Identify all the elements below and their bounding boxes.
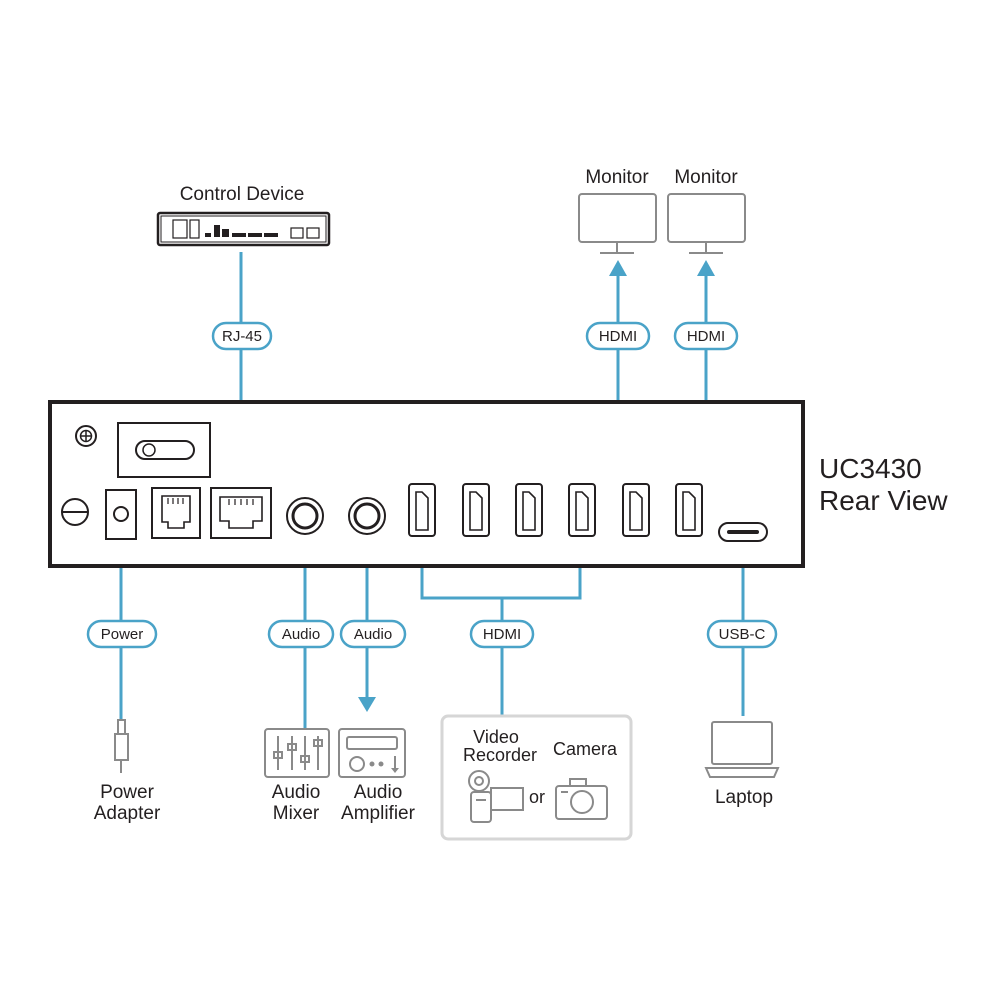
uc3430-rear-panel (48, 400, 805, 568)
usbc-port (718, 522, 768, 542)
dc-power-jack (105, 489, 137, 540)
video-recorder-label-2: Recorder (463, 745, 537, 765)
or-label: or (529, 787, 545, 807)
hdmi-out-2-arrow (697, 260, 715, 276)
audio-in-label: Audio (282, 626, 320, 643)
monitor-2: Monitor (667, 167, 746, 254)
control-device-lan-port-2 (306, 227, 320, 239)
pill-hdmi-out-2: HDMI (673, 321, 739, 351)
mount-bracket (117, 422, 211, 478)
pill-hdmi-in: HDMI (469, 619, 535, 649)
hdmi-out-1-arrow (609, 260, 627, 276)
control-device-lan-port-1 (290, 227, 304, 239)
hdmi-out-1-label: HDMI (599, 328, 637, 345)
hdmi-port-4 (568, 483, 596, 537)
pill-power: Power (86, 619, 158, 649)
hdmi-in-label: HDMI (483, 626, 521, 643)
hdmi-port-2 (462, 483, 490, 537)
hdmi-port-5 (622, 483, 650, 537)
monitor-1: Monitor (578, 167, 657, 254)
laptop-icon (704, 721, 780, 778)
video-recorder-label-1: Video (473, 727, 519, 747)
hdmi-port-6 (675, 483, 703, 537)
laptop-label: Laptop (715, 787, 773, 808)
monitor-1-screen (578, 193, 657, 243)
pill-rj45: RJ-45 (211, 321, 273, 351)
ground-screw-icon (75, 425, 97, 447)
power-adapter-icon (114, 719, 129, 773)
pill-audio-out: Audio (339, 619, 407, 649)
video-source-box (440, 714, 633, 841)
control-device-power-inlet (172, 219, 188, 239)
rs232-port (151, 487, 201, 539)
lan-port (210, 487, 272, 539)
control-device-chassis (156, 211, 331, 247)
camera-icon (555, 778, 608, 820)
hdmi-out-2-label: HDMI (687, 328, 725, 345)
pill-hdmi-out-1: HDMI (585, 321, 651, 351)
control-device: Control Device (156, 184, 331, 247)
video-source-group: Video Recorder Camera or (440, 714, 633, 841)
audio-in-jack (286, 497, 324, 535)
camera-label: Camera (553, 739, 618, 759)
power-label: Power (101, 626, 144, 643)
audio-mixer-icon (264, 728, 330, 778)
audio-amp-label-1: Audio (354, 782, 403, 803)
pill-audio-in: Audio (267, 619, 335, 649)
monitor-2-screen (667, 193, 746, 243)
audio-out-arrow (358, 697, 376, 712)
audio-amplifier-icon (338, 728, 406, 778)
control-device-switch (189, 219, 200, 239)
monitor-1-label: Monitor (585, 167, 649, 188)
video-recorder-icon (468, 770, 524, 823)
pill-usbc: USB-C (706, 619, 778, 649)
device-model-label: UC3430 (819, 453, 922, 484)
control-device-label: Control Device (180, 184, 305, 205)
audio-amp-label-2: Amplifier (341, 803, 416, 824)
audio-out-label: Audio (354, 626, 392, 643)
hdmi-port-1 (408, 483, 436, 537)
monitor-2-label: Monitor (674, 167, 738, 188)
power-adapter-label-2: Adapter (94, 803, 161, 824)
device-view-label: Rear View (819, 485, 948, 516)
rj45-label: RJ-45 (222, 328, 262, 345)
audio-mixer-label-2: Mixer (273, 803, 320, 824)
control-device-panel (160, 215, 327, 243)
audio-mixer-label-1: Audio (272, 782, 321, 803)
usbc-label: USB-C (719, 626, 766, 643)
audio-out-jack (348, 497, 386, 535)
hdmi-port-3 (515, 483, 543, 537)
power-adapter-label-1: Power (100, 782, 155, 803)
